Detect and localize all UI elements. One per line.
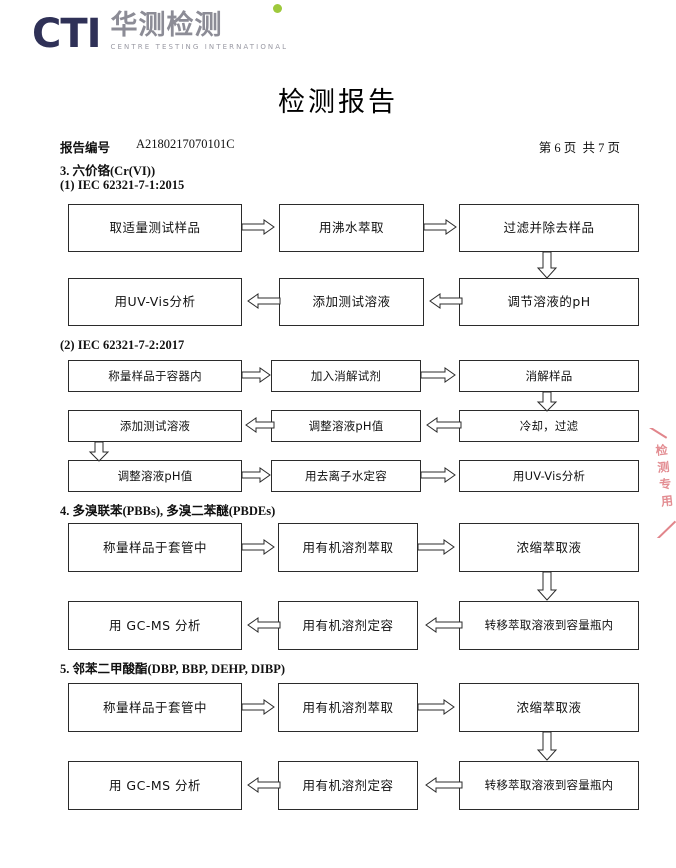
flow-arrow-right [241, 539, 275, 555]
flow-box: 冷却，过滤 [459, 410, 639, 442]
logo-text-group: 华测检测 CENTRE TESTING INTERNATIONAL [111, 11, 289, 53]
page-indicator: 第 6 页 共 7 页 [538, 141, 620, 155]
flow-box: 取适量测试样品 [68, 204, 242, 252]
flow-arrow-right [241, 467, 271, 483]
flow-box: 添加测试溶液 [279, 278, 424, 326]
flowchart-pbbs-pbdes: 称量样品于套管中 用有机溶剂萃取 浓缩萃取液 用 GC-MS 分析 用有机溶剂定… [60, 523, 639, 650]
flow-arrow-down [536, 731, 558, 761]
flow-box: 用 GC-MS 分析 [68, 601, 242, 650]
flow-arrow-left [247, 617, 281, 633]
flow-box: 调整溶液pH值 [68, 460, 242, 492]
document-title: 检测报告 [278, 87, 398, 117]
flow-arrow-down [536, 571, 558, 601]
flow-arrow-left [247, 777, 281, 793]
flow-arrow-down [536, 251, 558, 279]
section-subheading-3-2: (2) IEC 62321-7-2:2017 [60, 338, 185, 352]
seal-char: 检 [655, 442, 669, 459]
flow-box: 用UV-Vis分析 [459, 460, 639, 492]
report-number-label: 报告编号 [60, 141, 111, 155]
seal-edge-top [646, 428, 668, 439]
flow-box: 过滤并除去样品 [459, 204, 639, 252]
flow-box: 用有机溶剂定容 [278, 601, 418, 650]
cti-logo: CTI 华测检测 CENTRE TESTING INTERNATIONAL [32, 4, 289, 57]
section-subheading-3-1: (1) IEC 62321-7-1:2015 [60, 178, 185, 192]
flow-box: 用 GC-MS 分析 [68, 761, 242, 810]
flow-arrow-left [425, 777, 463, 793]
flow-box: 调整溶液pH值 [271, 410, 421, 442]
flow-arrow-right [241, 219, 275, 235]
flow-box: 转移萃取溶液到容量瓶内 [459, 761, 639, 810]
flow-arrow-left [245, 417, 275, 433]
flow-box: 用去离子水定容 [271, 460, 421, 492]
flow-arrow-right [417, 539, 455, 555]
seal-char: 测 [656, 459, 671, 475]
section-heading-3: 3. 六价铬(Cr(VI)) [60, 164, 156, 178]
logo-english-name: CENTRE TESTING INTERNATIONAL [110, 43, 289, 51]
flow-arrow-left [426, 417, 462, 433]
page-header: CTI 华测检测 CENTRE TESTING INTERNATIONAL [0, 0, 676, 60]
flow-box: 浓缩萃取液 [459, 523, 639, 572]
flow-box: 调节溶液的pH [459, 278, 639, 326]
flow-box: 消解样品 [459, 360, 639, 392]
section-heading-4: 4. 多溴联苯(PBBs), 多溴二苯醚(PBDEs) [60, 504, 276, 518]
seal-characters: 检 测 专 用 [655, 443, 674, 510]
seal-char: 用 [660, 493, 674, 509]
flow-box: 浓缩萃取液 [459, 683, 639, 732]
flow-arrow-right [241, 699, 275, 715]
flowchart-phthalates: 称量样品于套管中 用有机溶剂萃取 浓缩萃取液 用 GC-MS 分析 用有机溶剂定… [60, 683, 639, 810]
flow-box: 添加测试溶液 [68, 410, 242, 442]
flow-arrow-right [423, 219, 457, 235]
flow-box: 用沸水萃取 [279, 204, 424, 252]
flow-arrow-down [536, 391, 558, 412]
flow-box: 用有机溶剂萃取 [278, 523, 418, 572]
logo-chinese-name: 华测检测 [110, 10, 223, 41]
flow-arrow-down [88, 441, 110, 462]
flowchart-cr6-iec-7-2: 称量样品于容器内 加入消解试剂 消解样品 添加测试溶液 调整溶液pH值 冷却，过… [60, 360, 639, 492]
logo-mark-text: CTI [32, 11, 102, 57]
flow-arrow-right [417, 699, 455, 715]
flow-box: 加入消解试剂 [271, 360, 421, 392]
seal-edge-bottom [656, 520, 676, 538]
seal-inner: 检 测 专 用 [646, 428, 676, 538]
flow-box: 用有机溶剂定容 [278, 761, 418, 810]
flowchart-cr6-iec-7-1: 取适量测试样品 用沸水萃取 过滤并除去样品 用UV-Vis分析 添加测试溶液 调… [60, 204, 639, 326]
flow-box: 称量样品于套管中 [68, 683, 242, 732]
flow-box: 称量样品于容器内 [68, 360, 242, 392]
flow-arrow-left [429, 293, 463, 309]
flow-arrow-right [241, 367, 271, 383]
flow-arrow-left [425, 617, 463, 633]
flow-box: 称量样品于套管中 [68, 523, 242, 572]
red-seal-watermark: 检 测 专 用 [646, 428, 676, 538]
section-heading-5: 5. 邻苯二甲酸酯(DBP, BBP, DEHP, DIBP) [60, 662, 286, 676]
logo-green-dot-icon [273, 4, 283, 13]
report-meta-row: 报告编号 A2180217070101C 第 6 页 共 7 页 [60, 137, 620, 155]
seal-char: 专 [658, 476, 672, 492]
flow-box: 转移萃取溶液到容量瓶内 [459, 601, 639, 650]
report-number-value: A2180217070101C [136, 137, 235, 151]
flow-arrow-right [420, 367, 456, 383]
flow-arrow-left [247, 293, 281, 309]
flow-box: 用有机溶剂萃取 [278, 683, 418, 732]
flow-box: 用UV-Vis分析 [68, 278, 242, 326]
flow-arrow-right [420, 467, 456, 483]
